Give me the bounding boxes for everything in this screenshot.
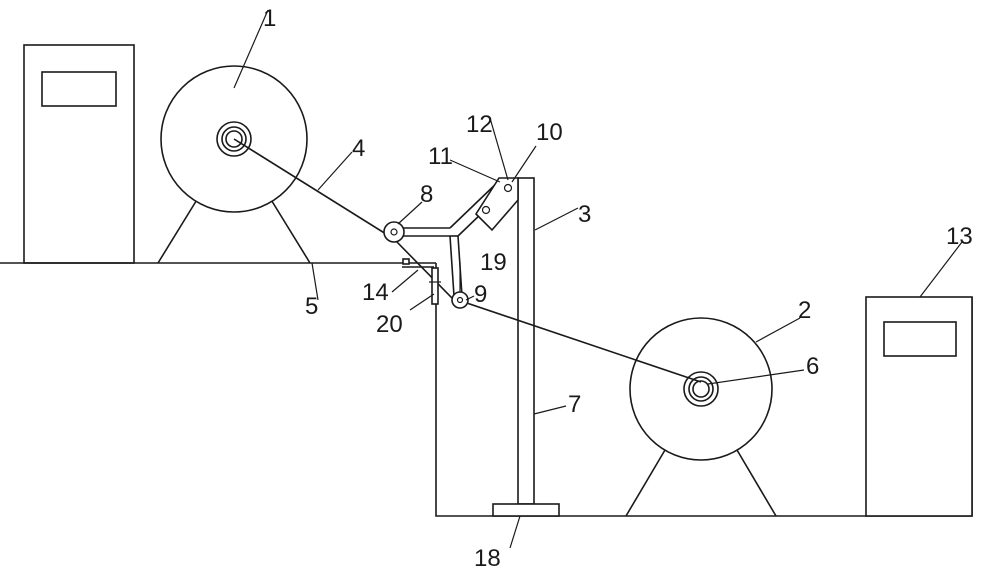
edge-clamp bbox=[402, 258, 441, 305]
label-14: 14 bbox=[362, 279, 389, 306]
column-base bbox=[492, 503, 560, 517]
left-cabinet-display bbox=[41, 71, 117, 107]
film-path bbox=[233, 138, 702, 383]
angle-bracket bbox=[474, 177, 519, 232]
guide-roller-lower bbox=[451, 291, 469, 309]
label-5: 5 bbox=[305, 293, 318, 320]
label-13: 13 bbox=[946, 223, 973, 250]
right-cabinet-display bbox=[883, 321, 957, 357]
label-2: 2 bbox=[798, 297, 811, 324]
label-8: 8 bbox=[420, 181, 433, 208]
label-10: 10 bbox=[536, 119, 563, 146]
label-12: 12 bbox=[466, 111, 493, 138]
supply-roll bbox=[157, 65, 311, 264]
label-20: 20 bbox=[376, 311, 403, 338]
bolt-lower bbox=[481, 205, 491, 215]
guide-roller-upper bbox=[383, 221, 405, 243]
leader-lines bbox=[233, 9, 963, 549]
label-7: 7 bbox=[568, 391, 581, 418]
support-column bbox=[492, 177, 560, 517]
label-4: 4 bbox=[352, 135, 365, 162]
label-19: 19 bbox=[480, 249, 507, 276]
left-control-cabinet bbox=[23, 44, 135, 264]
label-1: 1 bbox=[263, 5, 276, 32]
label-9: 9 bbox=[474, 281, 487, 308]
right-control-cabinet bbox=[865, 296, 973, 517]
label-11: 11 bbox=[428, 143, 453, 170]
reference-numbers: 1 2 3 4 5 6 7 8 9 10 11 12 13 14 18 19 2… bbox=[263, 5, 973, 570]
label-18: 18 bbox=[474, 545, 501, 570]
label-3: 3 bbox=[578, 201, 591, 228]
bolt-top bbox=[503, 183, 513, 193]
edge-bracket bbox=[431, 267, 439, 305]
take-up-roll bbox=[625, 317, 777, 517]
label-6: 6 bbox=[806, 353, 819, 380]
